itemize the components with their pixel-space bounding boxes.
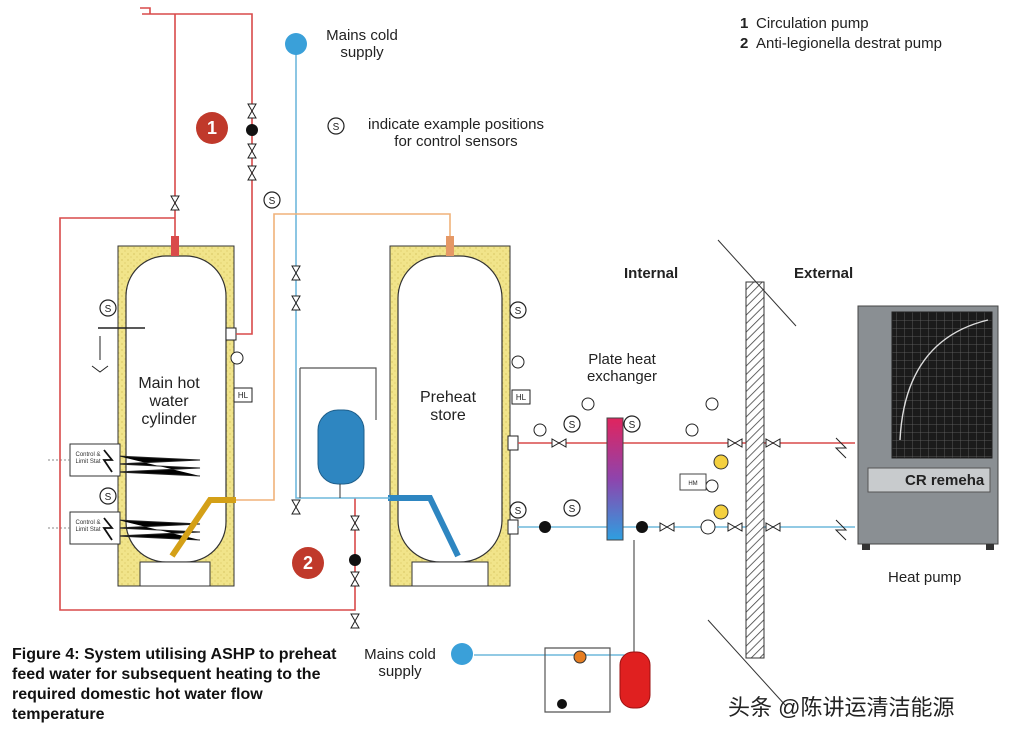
preheat-store — [388, 236, 531, 587]
immersion-coil-lower — [117, 519, 201, 541]
gauges — [533, 397, 719, 535]
figure-caption: Figure 4: System utilising ASHP to prehe… — [12, 646, 337, 723]
svg-text:S: S — [105, 492, 112, 503]
marker-destrat-pump: 2 — [292, 547, 324, 579]
mains-cold-top-dot — [285, 33, 307, 55]
brand-logo: CR remeha — [905, 472, 985, 489]
heat-pump-label: Heat pump — [888, 569, 962, 586]
control-stat-upper: Control &Limit Stat — [75, 452, 101, 465]
sensor-letters: S S S S S S S S S — [105, 122, 636, 517]
preheat-pipework — [236, 213, 451, 501]
svg-text:S: S — [569, 504, 576, 515]
external-label: External — [794, 265, 854, 282]
svg-text:S: S — [333, 122, 340, 133]
expansion-vessel-blue — [317, 409, 365, 498]
pumps — [246, 124, 648, 709]
control-sensors — [99, 117, 641, 519]
svg-text:S: S — [269, 196, 276, 207]
svg-text:S: S — [629, 420, 636, 431]
expansion-vessel-red — [619, 651, 651, 709]
svg-text:S: S — [105, 304, 112, 315]
building-wall — [707, 239, 797, 707]
hl-label-main: HL — [238, 391, 249, 400]
internal-label: Internal — [624, 265, 679, 282]
hl-label-preheat: HL — [516, 393, 527, 402]
control-stat-lower: Control &Limit Stat — [75, 520, 101, 533]
svg-text:S: S — [569, 420, 576, 431]
main-cylinder — [48, 236, 253, 587]
svg-text:S: S — [515, 506, 522, 517]
heat-pump-unit — [834, 305, 999, 550]
valves — [170, 103, 781, 629]
mains-cold-bottom-dot — [451, 643, 473, 665]
hm-label: HM — [688, 481, 697, 487]
plate-heat-exchanger — [606, 417, 624, 541]
svg-text:S: S — [515, 306, 522, 317]
marker-circulation-pump: 1 — [196, 112, 228, 144]
immersion-coil-upper — [117, 455, 201, 477]
watermark: 头条 @陈讲运清洁能源 — [728, 695, 955, 720]
